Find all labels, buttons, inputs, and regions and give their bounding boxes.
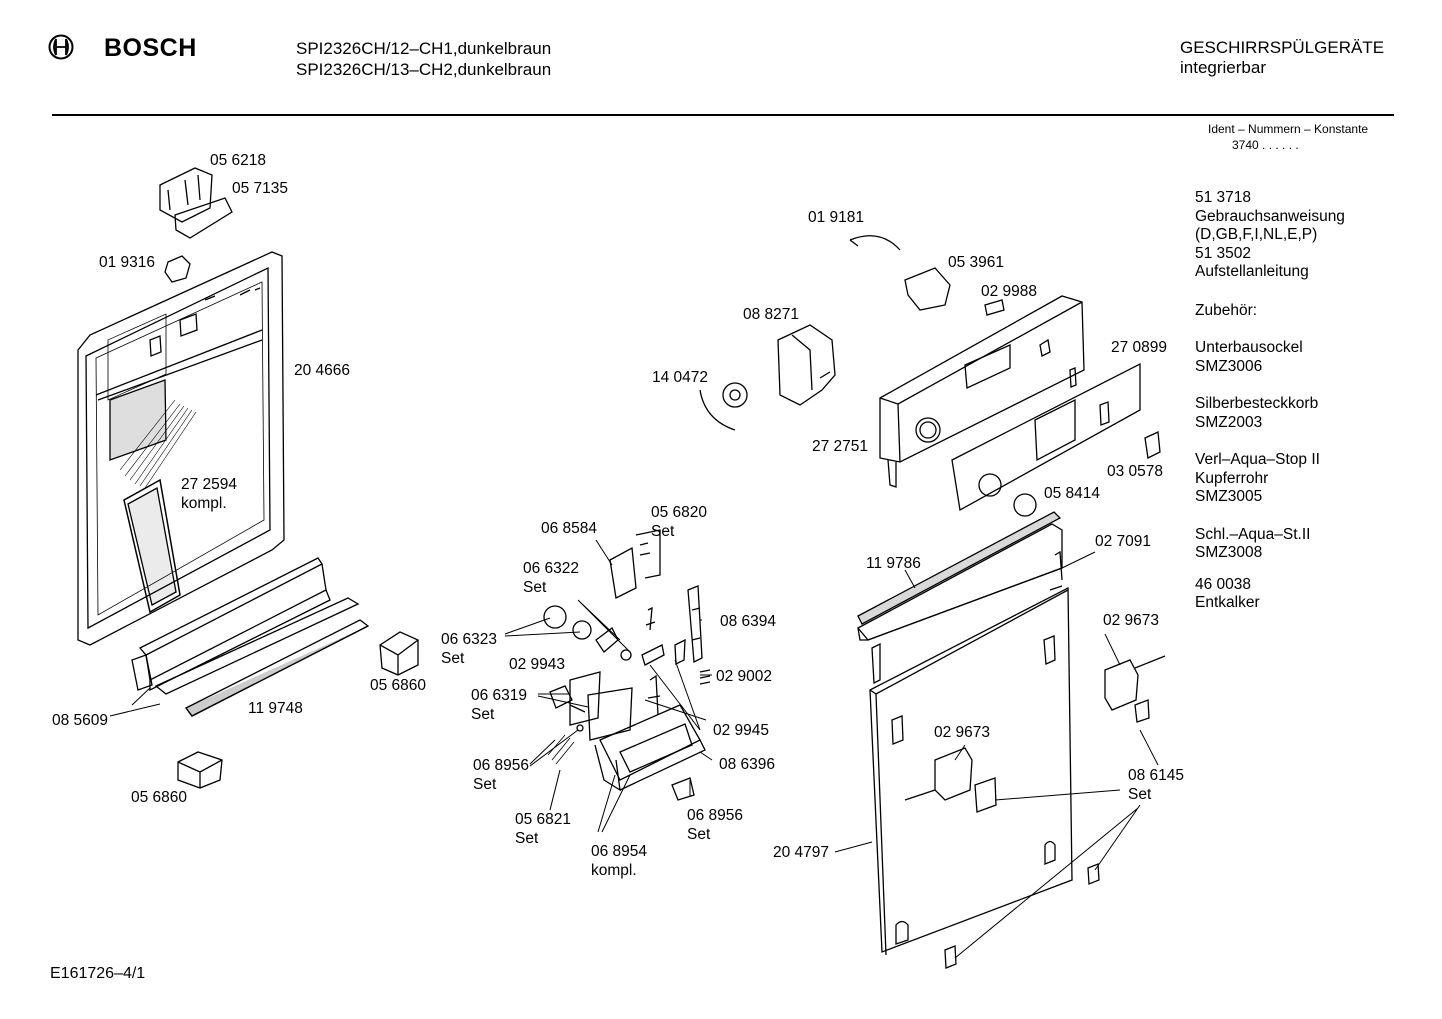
sidebar-block-descaler: 46 0038 Entkalker — [1195, 575, 1260, 612]
sidebar-block-aqua-stop: Verl–Aqua–Stop II Kupferrohr SMZ3005 — [1195, 451, 1320, 505]
part-label-068956-a: 06 8956 Set — [473, 757, 530, 793]
part-label-088271: 08 8271 — [743, 306, 800, 323]
part-label-119748: 11 9748 — [248, 700, 303, 717]
sidebar-block-cutlery: Silberbesteckkorb SMZ2003 — [1195, 395, 1319, 431]
part-label-068954: 06 8954 kompl. — [591, 843, 648, 879]
model-line-2: SPI2326CH/13–CH2,dunkelbraun — [296, 60, 552, 79]
part-label-272751: 27 2751 — [812, 438, 869, 455]
part-label-029943: 02 9943 — [509, 656, 566, 673]
category-line-1: GESCHIRRSPÜLGERÄTE — [1180, 38, 1385, 57]
part-label-085609: 08 5609 — [52, 712, 109, 729]
part-label-029002: 02 9002 — [716, 668, 773, 685]
product-category: GESCHIRRSPÜLGERÄTE integrierbar — [1180, 38, 1384, 78]
sidebar-block-accessories-heading: Zubehör: — [1195, 301, 1258, 319]
sidebar-block-base: Unterbausockel SMZ3006 — [1195, 339, 1303, 375]
part-label-204666: 20 4666 — [294, 362, 351, 379]
part-label-086394: 08 6394 — [720, 613, 777, 630]
header-divider — [52, 114, 1394, 116]
control-panel-assembly — [699, 235, 1161, 517]
sidebar-block-hose: Schl.–Aqua–St.II SMZ3008 — [1195, 525, 1311, 562]
small-clip-part — [164, 255, 191, 283]
part-label-029988: 02 9988 — [981, 283, 1038, 300]
model-designation: SPI2326CH/12–CH1,dunkelbraun SPI2326CH/1… — [296, 38, 551, 80]
part-label-066323: 06 6323 Set — [441, 631, 498, 667]
outer-door-panel — [856, 511, 1166, 969]
door-latch-part — [159, 167, 233, 239]
part-label-140472: 14 0472 — [652, 369, 709, 386]
leader-lines — [109, 539, 1159, 959]
category-line-2: integrierbar — [1180, 58, 1266, 77]
part-label-058414: 05 8414 — [1044, 485, 1101, 502]
part-label-270899: 27 0899 — [1111, 339, 1168, 356]
part-label-068584: 06 8584 — [541, 520, 598, 537]
part-label-056821: 05 6821 Set — [515, 811, 572, 847]
part-label-056860-a: 05 6860 — [370, 677, 427, 694]
seal-strip-part — [154, 597, 370, 717]
bosch-logo-icon — [48, 34, 74, 65]
part-label-204797: 20 4797 — [773, 844, 830, 861]
part-label-066319: 06 6319 Set — [471, 687, 528, 723]
part-label-068956-b: 06 8956 Set — [687, 807, 744, 843]
part-label-019316: 01 9316 — [99, 254, 156, 271]
part-label-066322: 06 6322 Set — [523, 560, 580, 596]
part-label-119786: 11 9786 — [866, 555, 921, 572]
ident-title: Ident – Nummern – Konstante — [1208, 122, 1369, 136]
foot-block-part-2 — [177, 751, 223, 789]
brand-name: BOSCH — [104, 34, 197, 62]
part-label-056218: 05 6218 — [210, 152, 267, 169]
inner-door-panel — [77, 251, 285, 646]
part-label-029673-b: 02 9673 — [934, 724, 991, 741]
ident-constants: Ident – Nummern – Konstante 3740 . . . .… — [1208, 121, 1368, 153]
part-label-029673-a: 02 9673 — [1103, 612, 1160, 629]
part-label-086145: 08 6145 Set — [1128, 767, 1185, 803]
part-label-029945: 02 9945 — [713, 722, 770, 739]
part-label-019181: 01 9181 — [808, 209, 865, 226]
part-label-053961: 05 3961 — [948, 254, 1005, 271]
model-line-1: SPI2326CH/12–CH1,dunkelbraun — [296, 39, 552, 58]
document-code: E161726–4/1 — [50, 965, 146, 982]
part-label-056820: 05 6820 Set — [651, 504, 708, 540]
foot-block-part-1 — [379, 631, 419, 676]
bottom-strip-part — [131, 557, 331, 692]
control-assembly — [543, 529, 711, 801]
part-label-027091: 02 7091 — [1095, 533, 1152, 550]
part-label-272594: 27 2594 kompl. — [181, 476, 238, 512]
sidebar-block-manuals: 51 3718 Gebrauchsanweisung (D,GB,F,I,NL,… — [1195, 189, 1345, 280]
part-label-030578: 03 0578 — [1107, 463, 1164, 480]
part-label-086396: 08 6396 — [719, 756, 776, 773]
part-label-057135: 05 7135 — [232, 180, 289, 197]
accessory-list: 51 3718 Gebrauchsanweisung (D,GB,F,I,NL,… — [1195, 189, 1345, 613]
ident-number: 3740 . . . . . . — [1232, 138, 1299, 152]
part-label-056860-b: 05 6860 — [131, 789, 188, 806]
